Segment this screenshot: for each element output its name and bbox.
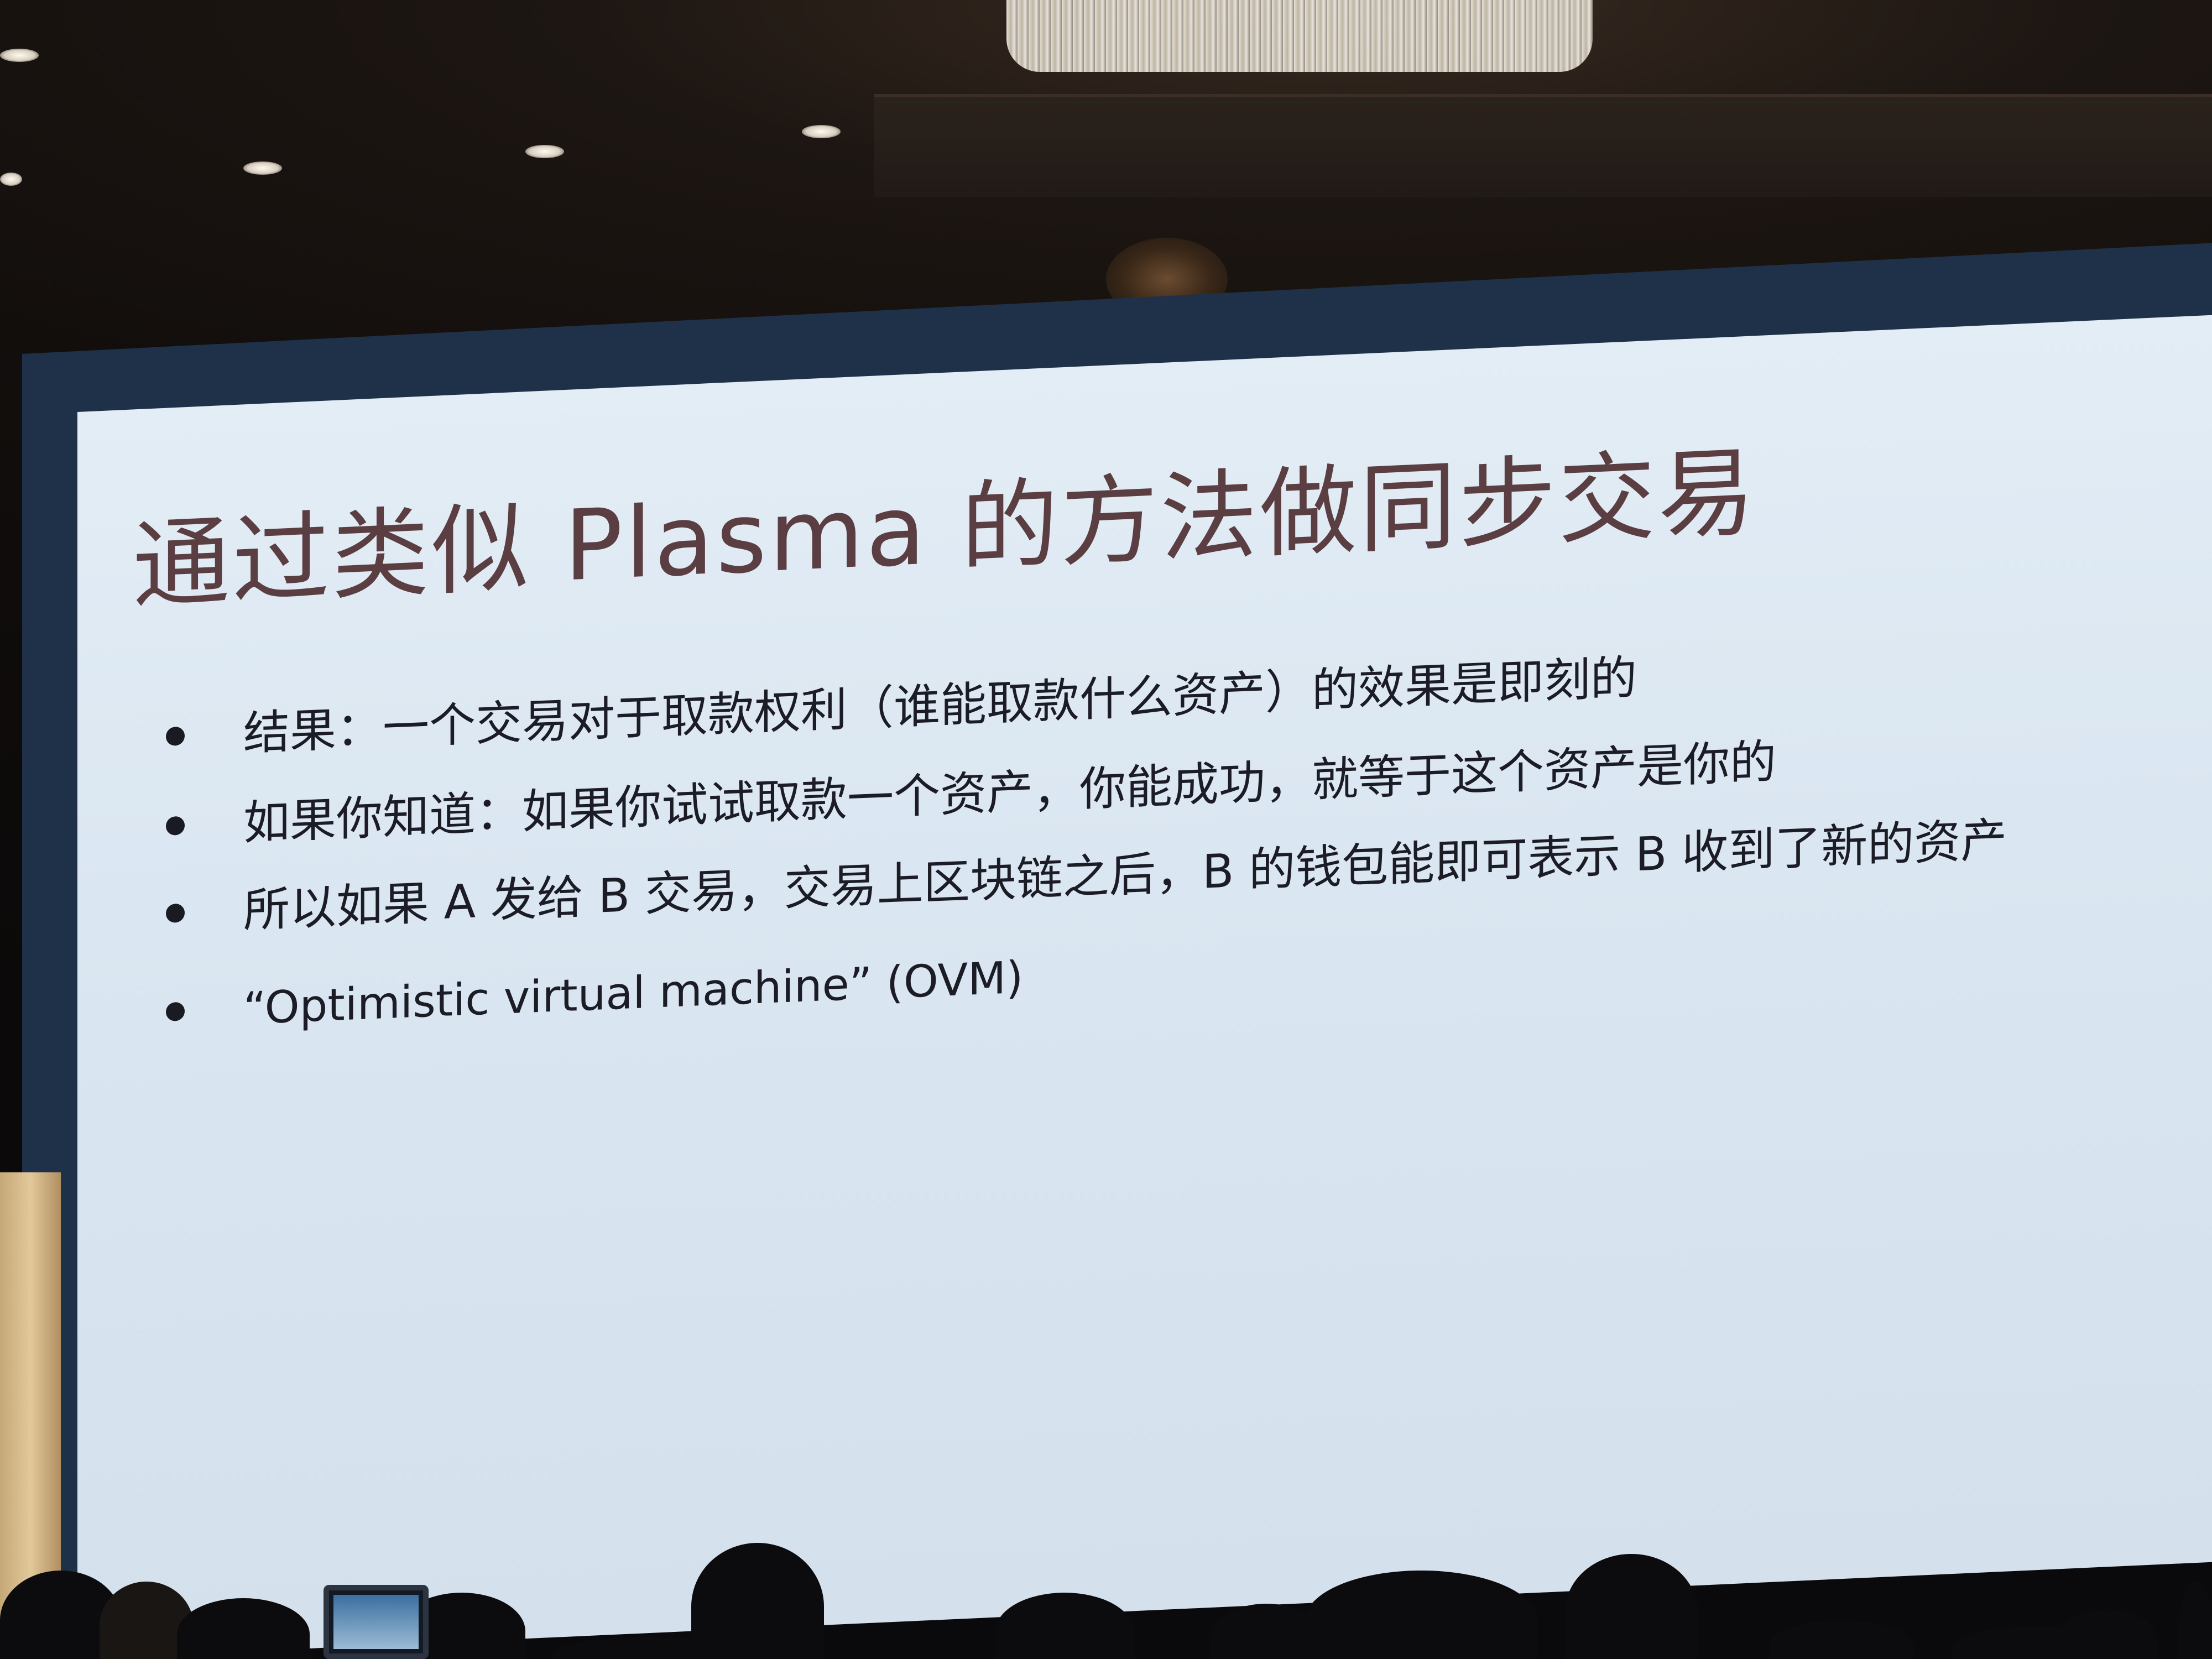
audience-head xyxy=(1565,1554,1698,1659)
audience-head xyxy=(1211,1604,1322,1659)
ceiling-light xyxy=(243,161,282,175)
ceiling-light xyxy=(0,173,22,186)
audience-head xyxy=(995,1593,1134,1659)
audience-head xyxy=(1770,1620,1913,1659)
audience-head xyxy=(177,1598,310,1659)
chandelier xyxy=(1006,0,1593,72)
bullet-dot-icon xyxy=(166,726,185,746)
ceiling-light xyxy=(525,145,564,158)
audience-silhouettes xyxy=(0,1526,2212,1659)
bullet-dot-icon xyxy=(166,903,185,923)
audience-head xyxy=(2179,1582,2212,1659)
audience-head xyxy=(1305,1571,1537,1659)
phone-screen xyxy=(333,1595,419,1649)
ceiling-light xyxy=(0,49,39,62)
smartphone xyxy=(324,1585,429,1659)
bullet-dot-icon xyxy=(166,1001,185,1021)
ceiling-light xyxy=(802,125,841,138)
bullet-dot-icon xyxy=(166,816,185,836)
audience-head xyxy=(2057,1609,2157,1659)
audience-head xyxy=(691,1543,824,1659)
ceiling-panel xyxy=(874,94,2212,197)
